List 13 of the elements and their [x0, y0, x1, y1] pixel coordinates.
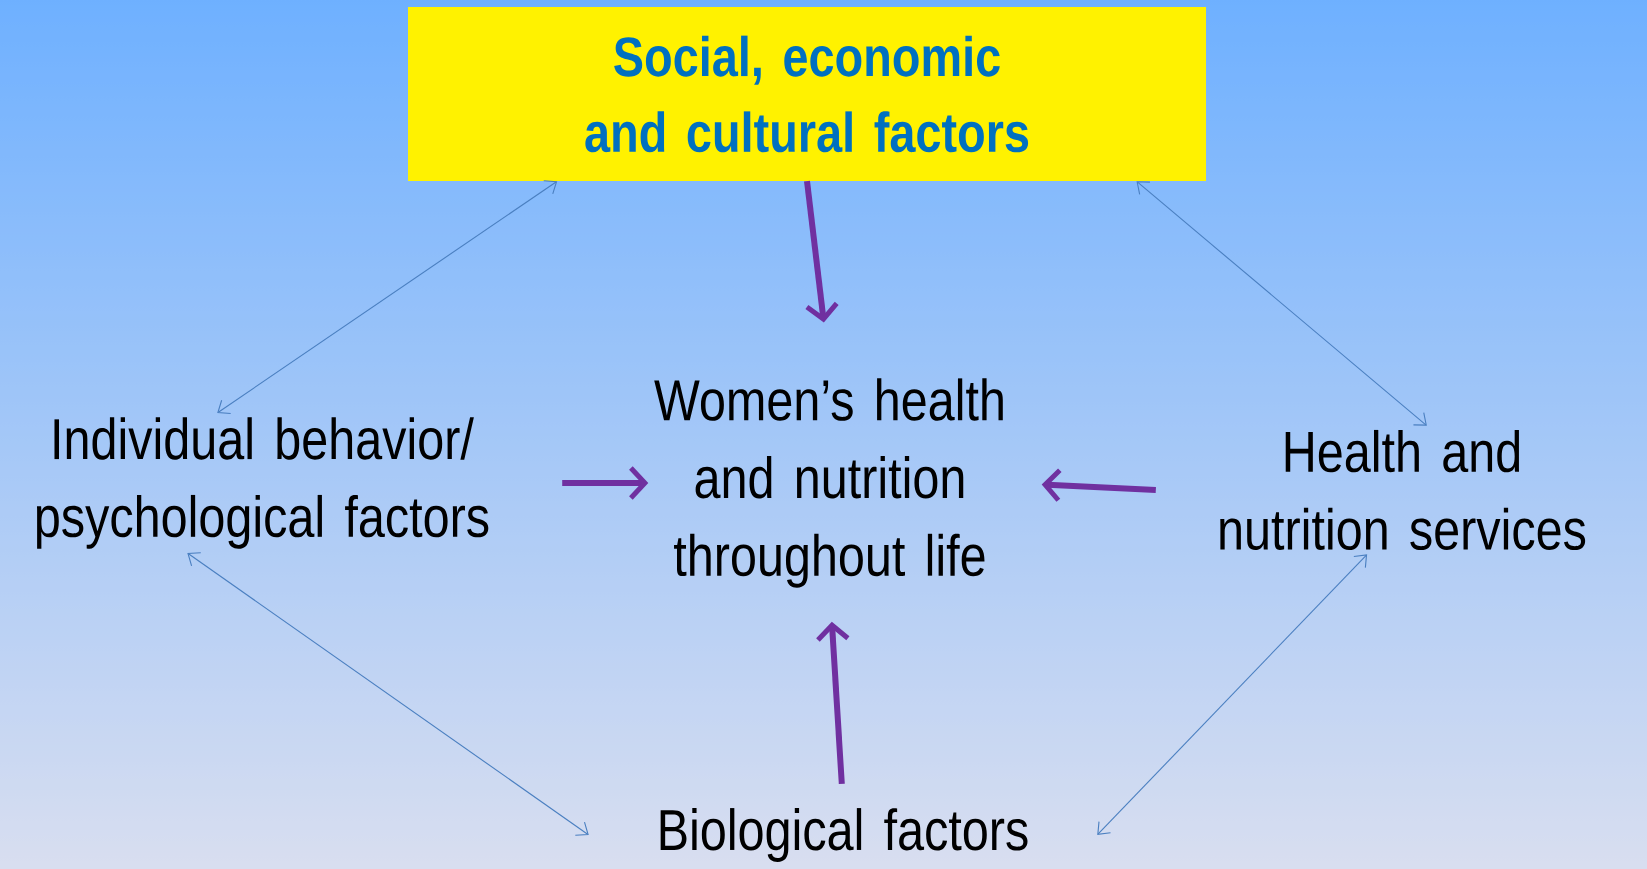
arrow: [562, 466, 649, 500]
arrow: [1136, 181, 1427, 426]
factor-label: Health and nutrition services: [1220, 429, 1586, 551]
title-box: Social, economic and cultural factors: [408, 7, 1206, 181]
arrow: [1097, 554, 1368, 835]
arrow: [804, 180, 839, 323]
arrow: [217, 180, 558, 415]
arrow: [187, 552, 589, 836]
factor-label: Individual behavior/ psychological factors: [36, 417, 489, 549]
factor-label: Women’s health and nutrition throughout life: [654, 378, 1003, 588]
arrow: [1041, 468, 1156, 502]
factor-label: Biological factors: [660, 808, 1028, 862]
arrow: [816, 621, 850, 785]
